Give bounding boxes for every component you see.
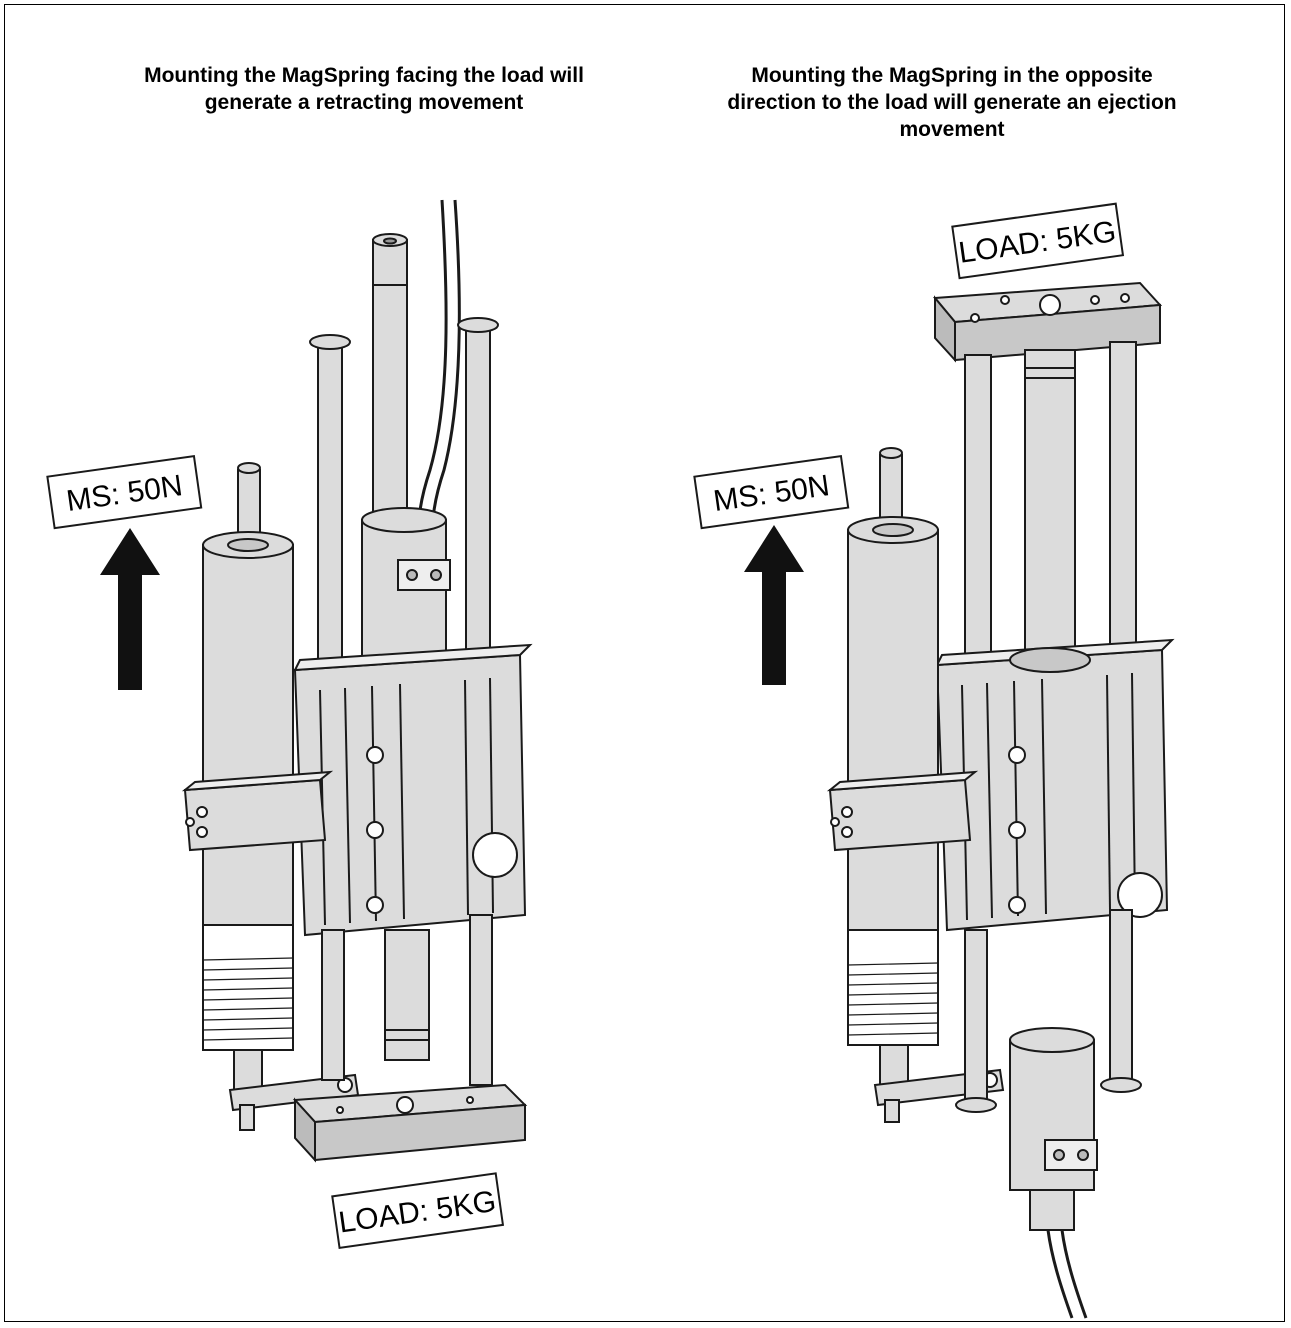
right-magspring-rod bbox=[879, 454, 903, 526]
left-ms-label-box: MS: 50N bbox=[46, 454, 203, 530]
right-ms-label-box: MS: 50N bbox=[693, 454, 850, 530]
right-knob bbox=[1117, 872, 1163, 918]
right-assembly: LOAD: 5KG MS: 50N bbox=[693, 202, 1175, 1319]
left-guide-rod-1 bbox=[317, 341, 343, 683]
left-magspring-rod bbox=[237, 469, 261, 541]
left-guide-rod-2 bbox=[465, 324, 491, 666]
left-knob bbox=[472, 832, 518, 878]
figure-frame bbox=[4, 4, 1285, 1322]
right-center-rod bbox=[1024, 349, 1076, 681]
right-guide-rod-1 bbox=[964, 354, 992, 676]
right-load-label-box: LOAD: 5KG bbox=[951, 202, 1125, 280]
right-cable bbox=[1046, 1229, 1074, 1319]
right-caption: Mounting the MagSpring in the opposite d… bbox=[727, 64, 1177, 141]
left-force-arrow bbox=[100, 528, 160, 690]
left-load-label-box: LOAD: 5KG bbox=[331, 1172, 505, 1250]
right-force-arrow bbox=[744, 525, 804, 685]
right-guide-rod-2 bbox=[1109, 341, 1137, 663]
left-caption: Mounting the MagSpring facing the load w… bbox=[144, 64, 584, 114]
left-assembly: MS: 50N bbox=[46, 199, 533, 1250]
left-cable bbox=[416, 199, 448, 541]
right-magspring-body bbox=[847, 529, 939, 931]
left-magspring-body bbox=[202, 544, 294, 926]
